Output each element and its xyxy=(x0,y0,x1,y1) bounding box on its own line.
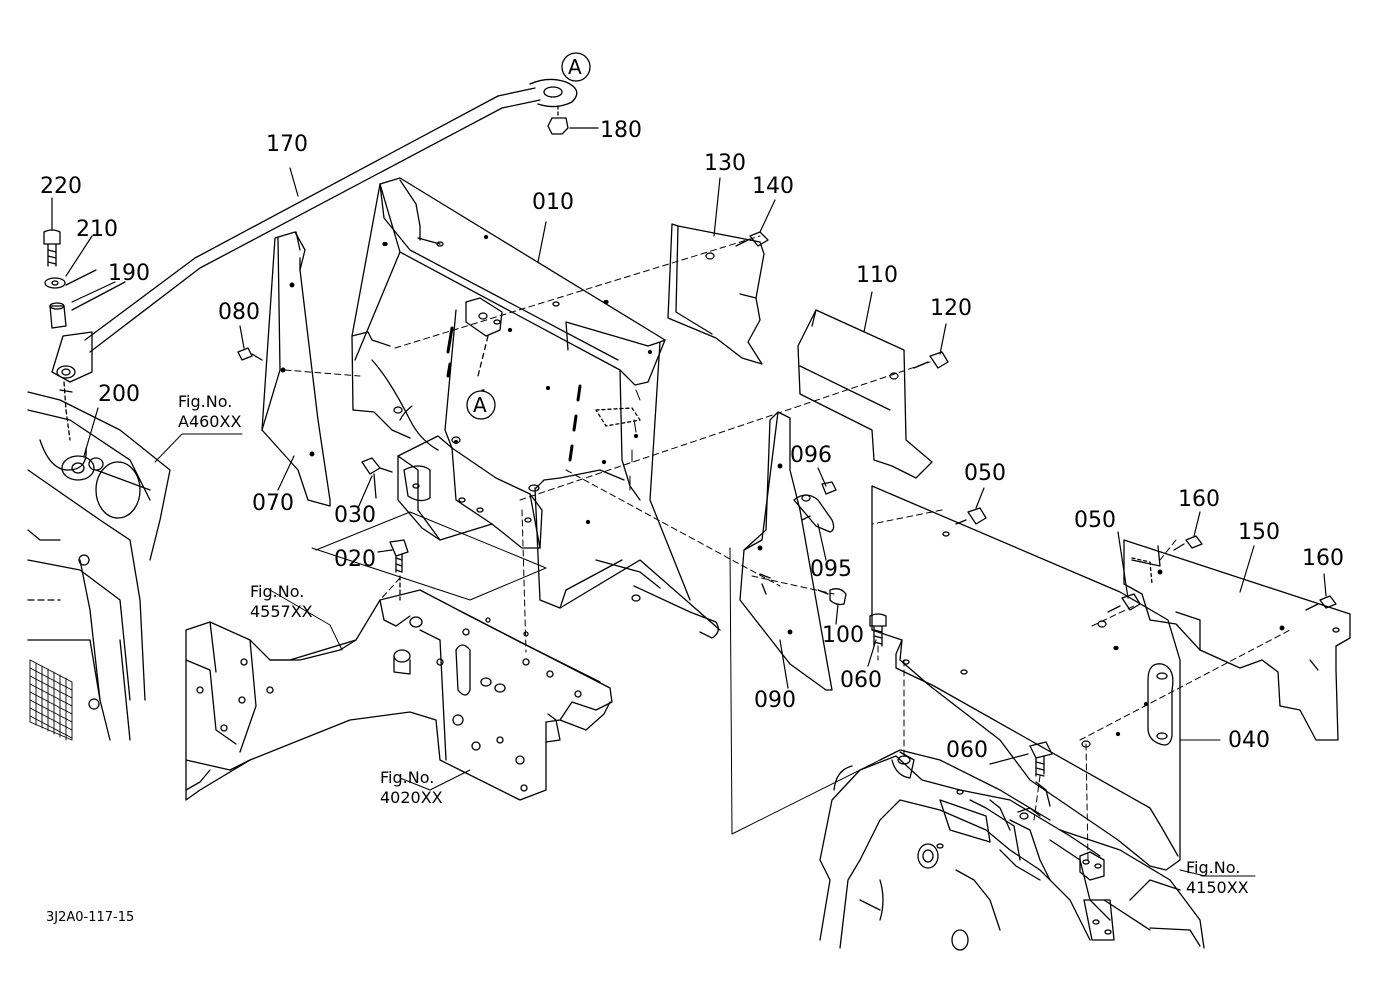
fig-ref-4150xx[interactable]: Fig.No. 4150XX xyxy=(1186,858,1249,898)
part-label-220: 220 xyxy=(40,174,82,199)
bolt-020 xyxy=(390,540,408,600)
engine-left-region xyxy=(28,382,170,740)
part-label-160-left: 160 xyxy=(1178,487,1220,512)
part-label-090: 090 xyxy=(754,688,796,713)
bolt-050-lower xyxy=(1108,594,1140,612)
part-label-020: 020 xyxy=(334,547,376,572)
part-label-040: 040 xyxy=(1228,728,1270,753)
part-label-190: 190 xyxy=(108,261,150,286)
part-label-080: 080 xyxy=(218,300,260,325)
fig-ref-prefix: Fig.No. xyxy=(250,582,305,601)
part-label-050-lower: 050 xyxy=(1074,508,1116,533)
part-label-060-upper: 060 xyxy=(840,668,882,693)
panel-040 xyxy=(872,486,1180,870)
fig-ref-prefix: Fig.No. xyxy=(178,392,233,411)
fig-ref-number: A460XX xyxy=(178,412,242,431)
part-label-060-lower: 060 xyxy=(946,738,988,763)
part-label-010: 010 xyxy=(532,190,574,215)
bolt-080 xyxy=(238,348,262,360)
cover-130 xyxy=(668,224,764,364)
frame-lower-left xyxy=(186,590,612,800)
part-label-070: 070 xyxy=(252,491,294,516)
part-label-140: 140 xyxy=(752,174,794,199)
panel-150 xyxy=(1124,540,1350,740)
bolt-220-washer-collar xyxy=(44,230,125,328)
fig-ref-number: 4020XX xyxy=(380,788,443,807)
part-label-120: 120 xyxy=(930,296,972,321)
bolt-160-right xyxy=(1306,596,1336,610)
bolt-180 xyxy=(548,106,598,134)
fig-ref-a460xx[interactable]: Fig.No. A460XX xyxy=(178,392,241,432)
part-label-170: 170 xyxy=(266,132,308,157)
part-label-200: 200 xyxy=(98,382,140,407)
bolt-140 xyxy=(736,232,768,246)
part-label-095: 095 xyxy=(810,557,852,582)
bolt-160-left xyxy=(1174,536,1202,550)
panel-090 xyxy=(740,412,832,690)
fig-ref-number: 4557XX xyxy=(250,602,313,621)
panel-070 xyxy=(262,232,330,506)
guide-lines xyxy=(270,512,1255,876)
part-label-150: 150 xyxy=(1238,520,1280,545)
view-marker-top: A xyxy=(568,55,582,79)
part-label-050-upper: 050 xyxy=(964,461,1006,486)
leader-lines xyxy=(52,168,1326,764)
transmission-housing xyxy=(820,750,1204,950)
cover-110 xyxy=(798,310,932,478)
fig-ref-4557xx[interactable]: Fig.No. 4557XX xyxy=(250,582,313,622)
rod-170 xyxy=(52,79,577,382)
bolt-060-lower xyxy=(1030,742,1052,776)
part-label-096: 096 xyxy=(790,443,832,468)
fig-ref-prefix: Fig.No. xyxy=(380,768,435,787)
view-marker-circle-top xyxy=(562,53,590,81)
part-label-110: 110 xyxy=(856,263,898,288)
drawing-code: 3J2A0-117-15 xyxy=(46,910,135,925)
part-label-100: 100 xyxy=(822,623,864,648)
bolt-050-upper xyxy=(956,508,986,524)
fig-ref-number: 4150XX xyxy=(1186,878,1249,897)
part-label-030: 030 xyxy=(334,503,376,528)
clip-095 xyxy=(794,482,836,532)
bolt-030 xyxy=(362,458,392,498)
part-label-180: 180 xyxy=(600,118,642,143)
lower-bracket-030 xyxy=(398,436,542,548)
view-marker-circle-mid xyxy=(467,391,495,419)
alignment-lines xyxy=(285,236,1290,860)
bolt-060-upper xyxy=(870,614,886,646)
radiator-grille xyxy=(30,660,72,740)
fig-ref-prefix: Fig.No. xyxy=(1186,858,1241,877)
bracket-010 xyxy=(352,178,720,638)
part-label-160-right: 160 xyxy=(1302,546,1344,571)
view-marker-mid: A xyxy=(473,393,487,417)
fig-ref-4020xx[interactable]: Fig.No. 4020XX xyxy=(380,768,443,808)
part-label-130: 130 xyxy=(704,151,746,176)
part-label-210: 210 xyxy=(76,217,118,242)
